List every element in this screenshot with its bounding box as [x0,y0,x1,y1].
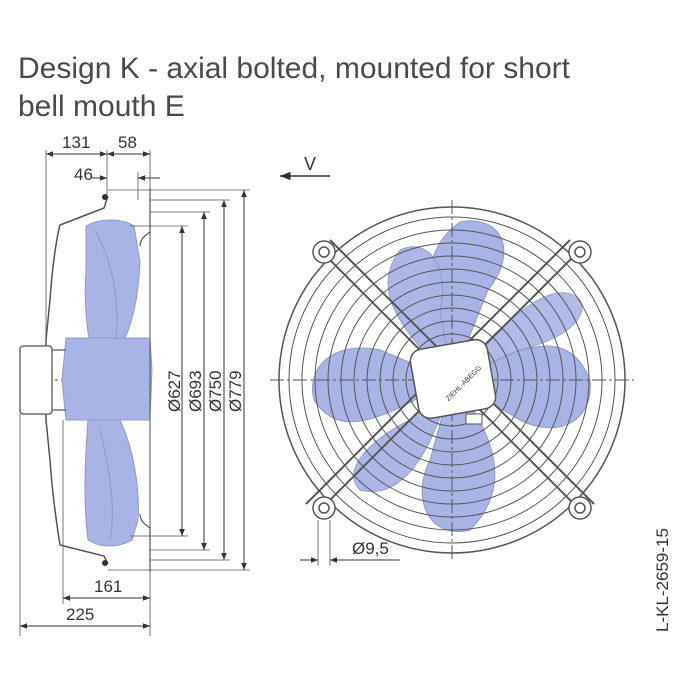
side-motor [19,345,53,415]
dim-d779: Ø779 [226,370,245,412]
dim-225: 225 [66,605,94,624]
dim-d750: Ø750 [206,370,225,412]
side-view: 131 58 46 Ø627 Ø693 Ø750 Ø779 161 225 [19,133,250,636]
side-guard [45,224,61,546]
diagram-title: Design K - axial bolted, mounted for sho… [18,50,678,126]
dim-46: 46 [74,165,93,184]
drawing-code: L-KL-2659-15 [653,528,672,632]
front-mount-holes [312,240,592,520]
dim-58: 58 [118,133,137,152]
side-blade-lower [84,419,139,547]
dim-hole: Ø9,5 [352,539,389,558]
side-blade-upper [84,219,141,351]
title-line-2: bell mouth E [18,90,185,123]
dim-d693: Ø693 [186,370,205,412]
title-line-1: Design K - axial bolted, mounted for sho… [18,52,570,85]
airflow-label: V [304,154,316,174]
side-blade-mid [61,337,153,421]
front-view: V [270,154,634,566]
dim-d627: Ø627 [165,370,184,412]
dim-131: 131 [62,133,90,152]
dim-161: 161 [94,577,122,596]
terminal-box [465,413,483,425]
front-hub [409,338,497,420]
